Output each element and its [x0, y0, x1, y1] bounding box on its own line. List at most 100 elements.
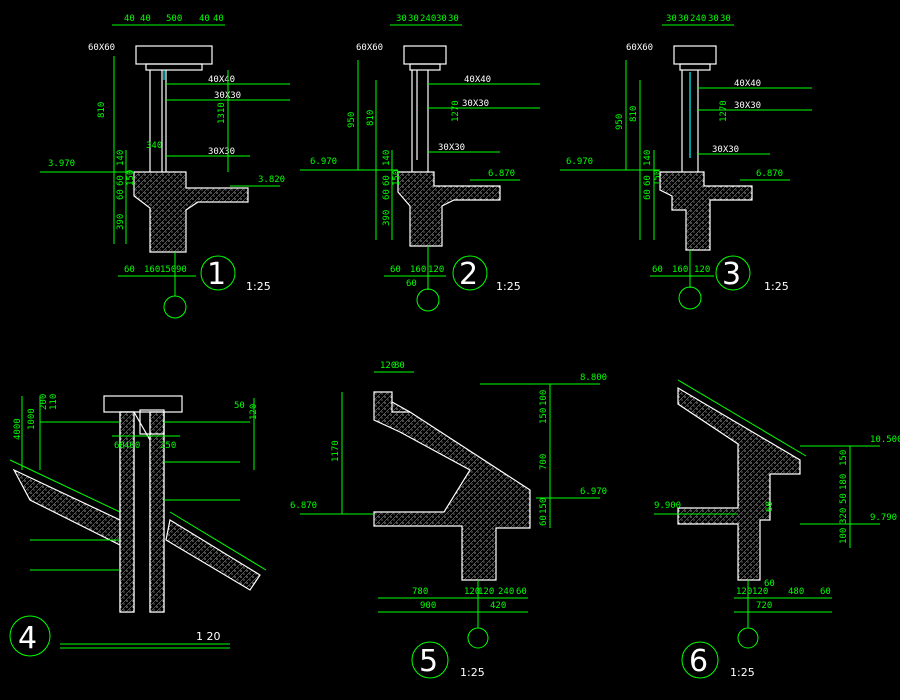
dimension-label: 180 — [839, 474, 849, 490]
dimension-label: 60 — [516, 587, 527, 597]
dimension-label: 30 — [720, 14, 731, 24]
dimension-label: 40 — [140, 14, 151, 24]
dimension-label: 60 — [652, 265, 663, 275]
dimension-label: 150 — [839, 450, 849, 466]
dimension-label: 9.900 — [654, 501, 681, 511]
dimension-label: 150 — [653, 170, 663, 186]
dimension-label: 140 — [382, 150, 392, 166]
dimension-label: 60 — [406, 279, 417, 289]
dimension-label: 150 — [126, 170, 136, 186]
dimension-label: 400 — [124, 441, 140, 451]
dimension-label: 30 — [436, 14, 447, 24]
dimension-label: 120 — [478, 587, 494, 597]
detail-1-elev-right: 3.820 — [258, 175, 285, 185]
detail-6: 10.500 9.900 9.790 150 180 50 320 100 60… — [654, 379, 900, 679]
detail-5-number: 5 — [419, 644, 438, 679]
dimension-label: 390 — [382, 210, 392, 226]
dimension-label: 100 — [839, 528, 849, 544]
detail-4-number: 4 — [18, 621, 37, 656]
dimension-label: 700 — [539, 454, 549, 470]
dimension-label: 40 — [199, 14, 210, 24]
dimension-label: 40X40 — [734, 79, 761, 89]
dimension-label: 30 — [666, 14, 677, 24]
detail-1-inner-dim: 340 — [146, 141, 162, 151]
dimension-label: 1270 — [451, 100, 461, 122]
dimension-label: 60 — [116, 175, 126, 186]
dimension-label: 60X60 — [626, 43, 653, 53]
dimension-label: 60 — [382, 189, 392, 200]
dimension-label: 150 — [392, 170, 402, 186]
dimension-label: 30 — [678, 14, 689, 24]
detail-1-scale: 1:25 — [246, 280, 271, 293]
dimension-label: 6.870 — [756, 169, 783, 179]
dimension-label: 40 — [124, 14, 135, 24]
detail-2-number: 2 — [459, 257, 478, 292]
dimension-label: 150 — [539, 498, 549, 514]
dimension-label: 4000 — [13, 418, 23, 440]
dimension-label: 120 — [428, 265, 444, 275]
dimension-label: 60 — [114, 441, 125, 451]
dimension-label: 30 — [448, 14, 459, 24]
dimension-label: 200 — [39, 394, 49, 410]
dimension-label: 30X30 — [734, 101, 761, 111]
dimension-label: 30 — [408, 14, 419, 24]
dimension-label: 60 — [643, 189, 653, 200]
detail-3-number: 3 — [722, 257, 741, 292]
detail-1-top-dims: 40 40 500 40 40 — [124, 14, 224, 24]
detail-4: 4000 1000 200 110 60 400 250 50 120 4 1 … — [9, 394, 267, 657]
dimension-label: 250 — [160, 441, 176, 451]
dimension-label: 50 — [234, 401, 245, 411]
dimension-label: 100 — [539, 390, 549, 406]
dimension-label: 120 — [464, 587, 480, 597]
dimension-label: 1170 — [331, 440, 341, 462]
dimension-label: 810 — [629, 106, 639, 122]
dimension-label: 240 — [420, 14, 436, 24]
dimension-label: 6.870 — [290, 501, 317, 511]
dimension-label: 50 — [839, 493, 849, 504]
detail-2-size-note: 60X60 — [356, 43, 383, 53]
detail-1-number: 1 — [207, 257, 226, 292]
dimension-label: 60 — [382, 175, 392, 186]
dimension-label: 9.790 — [870, 513, 897, 523]
dimension-label: 60 — [116, 189, 126, 200]
dimension-label: 30 — [396, 14, 407, 24]
dimension-label: 900 — [420, 601, 436, 611]
dimension-label: 60 — [820, 587, 831, 597]
detail-6-number: 6 — [689, 644, 708, 679]
dimension-label: 6.970 — [310, 157, 337, 167]
dimension-label: 950 — [347, 112, 357, 128]
detail-3: 30 30 240 30 30 60X60 40X40 30X30 30X30 … — [560, 14, 812, 310]
detail-2: 30 30 240 30 30 60X60 40X40 30X30 30X30 … — [300, 14, 540, 312]
detail-3-scale: 1:25 — [764, 280, 789, 293]
dimension-label: 8.800 — [580, 373, 607, 383]
dimension-label: 720 — [756, 601, 772, 611]
dimension-label: 30X30 — [438, 143, 465, 153]
dimension-label: 420 — [490, 601, 506, 611]
dimension-label: 140 — [643, 150, 653, 166]
dimension-label: 40 — [213, 14, 224, 24]
dimension-label: 140 — [116, 150, 126, 166]
dimension-label: 160 — [144, 265, 160, 275]
dimension-label: 120 — [380, 361, 396, 371]
dimension-label: 1310 — [217, 102, 227, 124]
dimension-label: 80 — [394, 361, 405, 371]
dimension-label: 390 — [116, 214, 126, 230]
detail-5: 120 80 8.800 6.970 6.870 1170 100 150 70… — [290, 361, 607, 679]
dimension-label: 30 — [708, 14, 719, 24]
detail-1-label-a: 40X40 — [208, 75, 235, 85]
dimension-label: 30X30 — [712, 145, 739, 155]
dimension-label: 6.970 — [580, 487, 607, 497]
detail-2-scale: 1:25 — [496, 280, 521, 293]
detail-4-scale: 1 20 — [196, 630, 221, 643]
dimension-label: 60 — [124, 265, 135, 275]
dimension-label: 60 — [764, 579, 775, 589]
dimension-label: 90 — [176, 265, 187, 275]
dimension-label: 810 — [97, 102, 107, 118]
dimension-label: 6.970 — [566, 157, 593, 167]
detail-1-elev-left: 3.970 — [48, 159, 75, 169]
dimension-label: 1000 — [27, 408, 37, 430]
dimension-label: 120 — [752, 587, 768, 597]
detail-1-label-c: 30X30 — [208, 147, 235, 157]
dimension-label: 780 — [412, 587, 428, 597]
